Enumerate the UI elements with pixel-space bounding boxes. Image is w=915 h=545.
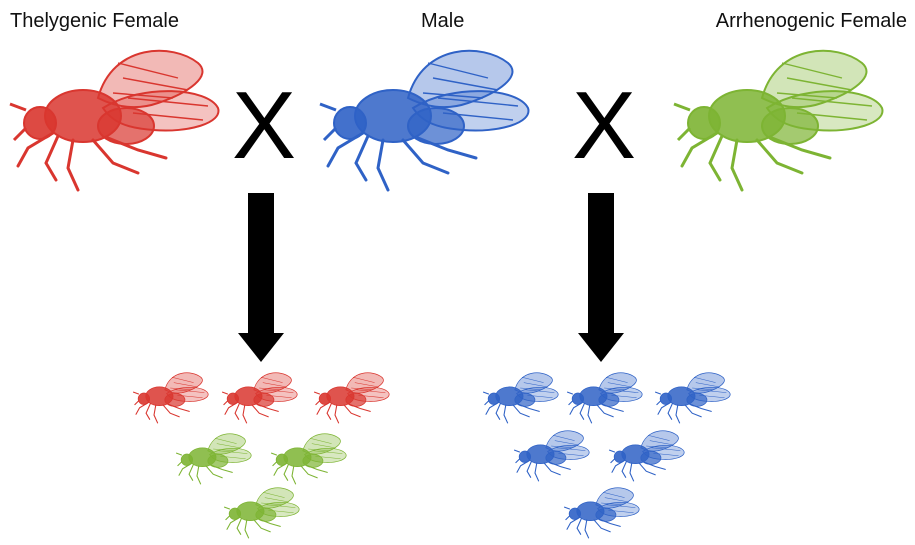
offspring-fly-blue [514,431,589,481]
offspring-group-left [133,373,389,538]
offspring-fly-blue [564,488,639,538]
offspring-fly-blue [567,373,642,423]
arrhenogenic-female-fly [674,51,882,190]
offspring-fly-red [222,373,297,423]
offspring-fly-green [176,434,251,484]
thelygenic-female-fly [10,51,218,190]
offspring-group-right [483,373,730,538]
offspring-fly-blue [483,373,558,423]
male-fly [320,51,528,190]
offspring-fly-green [271,434,346,484]
offspring-fly-red [314,373,389,423]
offspring-fly-blue [609,431,684,481]
arrow-left [238,193,284,362]
offspring-fly-red [133,373,208,423]
offspring-fly-blue [655,373,730,423]
offspring-fly-green [224,488,299,538]
arrow-right [578,193,624,362]
